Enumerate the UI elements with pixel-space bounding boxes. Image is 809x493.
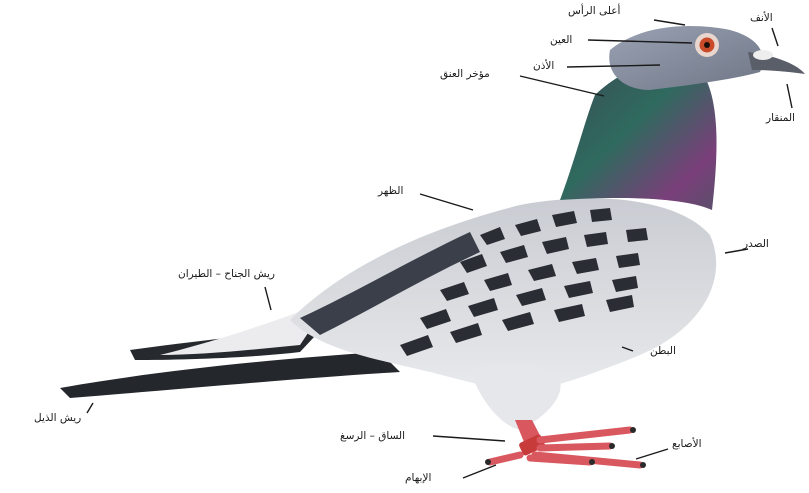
label-hallux: الإبهام <box>405 472 431 484</box>
toes <box>490 430 640 465</box>
label-nose: الأنف <box>750 12 773 24</box>
label-flight-feathers: ريش الجناح – الطيران <box>178 268 275 280</box>
label-belly: البطن <box>650 345 676 357</box>
tail-feathers <box>60 352 400 398</box>
label-back: الظهر <box>378 185 403 197</box>
label-nape: مؤخر العنق <box>440 68 490 80</box>
label-toes: الأصابع <box>672 438 702 450</box>
head <box>609 26 763 90</box>
label-beak: المنقار <box>766 112 795 124</box>
label-ear: الأذن <box>533 60 554 72</box>
label-eye: العين <box>550 34 572 46</box>
label-head-top: أعلى الرأس <box>568 5 620 17</box>
cere <box>753 50 773 60</box>
label-shank: الساق – الرسغ <box>340 430 405 442</box>
label-breast: الصدر <box>743 238 769 250</box>
eye-pupil <box>704 42 710 48</box>
label-tail-feathers: ريش الذيل <box>34 412 81 424</box>
